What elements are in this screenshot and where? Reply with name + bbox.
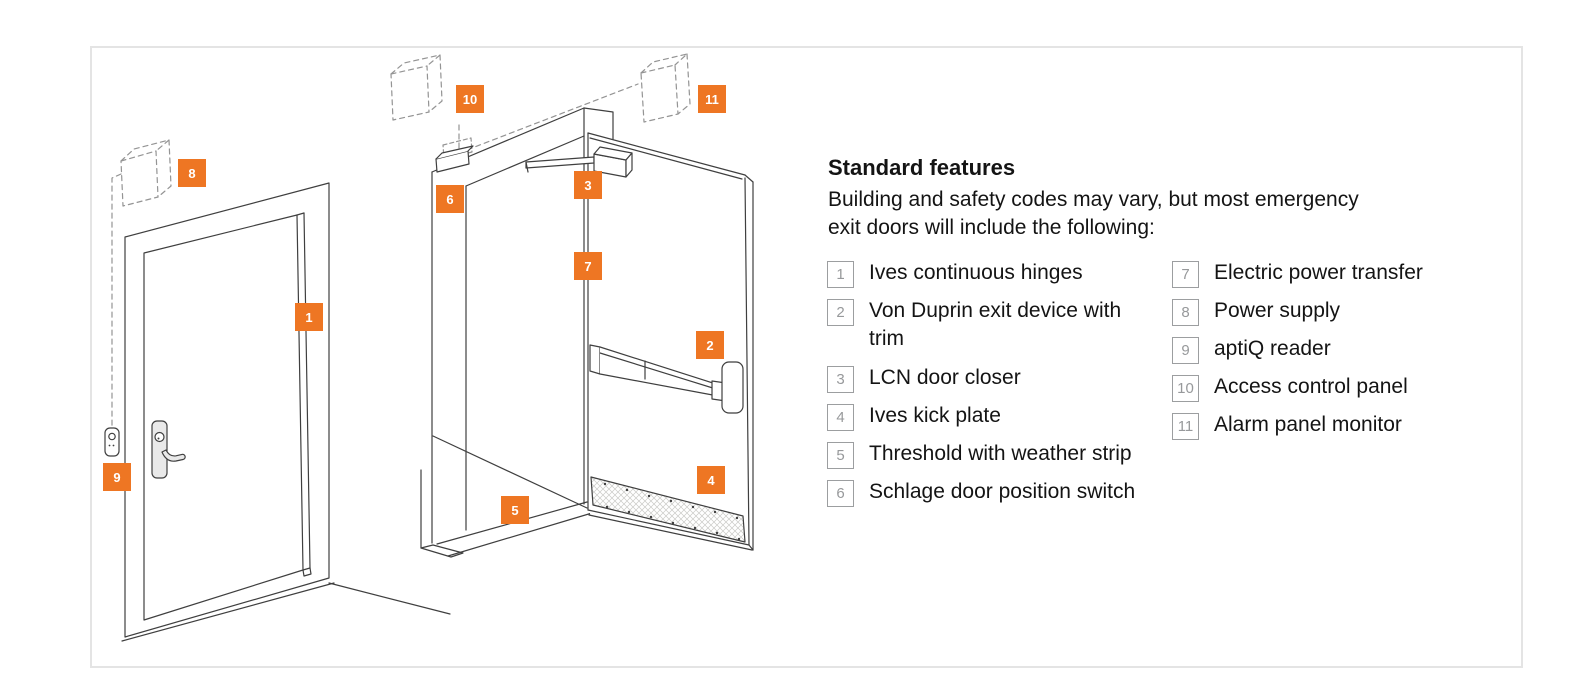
diagram-tag-3: 3 bbox=[574, 171, 602, 199]
legend-item-2: 2 Von Duprin exit device with trim bbox=[827, 299, 1161, 353]
svg-text:6: 6 bbox=[446, 192, 453, 207]
open-door-assembly bbox=[390, 53, 754, 558]
svg-text:9: 9 bbox=[113, 470, 120, 485]
door-position-switch bbox=[435, 137, 474, 173]
legend-number: 8 bbox=[1181, 304, 1190, 321]
legend-number: 9 bbox=[1181, 342, 1190, 359]
legend-number-box: 4 bbox=[827, 404, 854, 431]
legend-label: Access control panel bbox=[1214, 375, 1408, 398]
legend-number-box: 3 bbox=[827, 366, 854, 393]
legend-item-7: 7 Electric power transfer bbox=[1172, 261, 1423, 288]
svg-text:3: 3 bbox=[584, 178, 591, 193]
legend-number: 5 bbox=[836, 447, 845, 464]
diagram-tag-1: 1 bbox=[295, 303, 323, 331]
open-door-panel bbox=[587, 132, 754, 551]
legend-label: Ives kick plate bbox=[869, 404, 1001, 427]
legend-heading: Standard features bbox=[828, 155, 1016, 180]
legend-number: 3 bbox=[836, 371, 845, 388]
svg-text:1: 1 bbox=[305, 310, 312, 325]
svg-text:8: 8 bbox=[188, 166, 195, 181]
power-supply-box bbox=[120, 139, 172, 207]
legend-number: 6 bbox=[836, 485, 845, 502]
legend-item-11: 11 Alarm panel monitor bbox=[1172, 413, 1402, 440]
legend-label: aptiQ reader bbox=[1214, 337, 1331, 360]
legend-number: 1 bbox=[836, 266, 845, 283]
reader-wire bbox=[111, 173, 122, 428]
legend-label: Von Duprin exit device with trim bbox=[869, 299, 1122, 350]
panel-wiring bbox=[458, 83, 639, 154]
legend-number-box: 8 bbox=[1172, 299, 1199, 326]
legend-number-box: 9 bbox=[1172, 337, 1199, 364]
continuous-hinge bbox=[296, 212, 312, 577]
legend-number: 11 bbox=[1177, 418, 1194, 435]
legend-number-box: 11 bbox=[1172, 413, 1199, 440]
legend-item-1: 1 Ives continuous hinges bbox=[827, 261, 1083, 288]
floor-line bbox=[432, 435, 588, 509]
legend-number-box: 7 bbox=[1172, 261, 1199, 288]
kick-plate-screws bbox=[603, 482, 741, 541]
diagram-tag-9: 9 bbox=[103, 463, 131, 491]
access-control-panel-box bbox=[390, 54, 443, 121]
legend-item-10: 10 Access control panel bbox=[1172, 375, 1408, 402]
legend-number: 10 bbox=[1177, 380, 1194, 397]
diagram-tag-7: 7 bbox=[574, 252, 602, 280]
legend-number-box: 6 bbox=[827, 480, 854, 507]
closed-door-panel bbox=[143, 214, 304, 621]
closed-door-assembly bbox=[104, 139, 451, 642]
legend: Standard features Building and safety co… bbox=[828, 154, 1468, 242]
kick-plate bbox=[590, 476, 746, 543]
diagram-tag-4: 4 bbox=[697, 466, 725, 494]
alarm-panel-monitor-box bbox=[640, 53, 691, 123]
legend-intro-line-1: Building and safety codes may vary, but … bbox=[828, 188, 1359, 211]
legend-number: 4 bbox=[836, 409, 845, 426]
svg-text:4: 4 bbox=[707, 473, 715, 488]
legend-number-box: 2 bbox=[827, 299, 854, 326]
legend-label: Schlage door position switch bbox=[869, 480, 1136, 503]
legend-item-8: 8 Power supply bbox=[1172, 299, 1340, 326]
exit-device bbox=[589, 344, 744, 414]
svg-text:11: 11 bbox=[705, 92, 719, 107]
svg-text:10: 10 bbox=[463, 92, 477, 107]
svg-text:7: 7 bbox=[584, 259, 591, 274]
legend-number-box: 10 bbox=[1172, 375, 1199, 402]
legend-item-9: 9 aptiQ reader bbox=[1172, 337, 1331, 364]
diagram-tag-11: 11 bbox=[698, 85, 726, 113]
legend-intro-line-2: exit doors will include the following: bbox=[828, 216, 1155, 239]
svg-text:5: 5 bbox=[511, 503, 518, 518]
door-lock-trim bbox=[151, 420, 186, 479]
legend-label: Threshold with weather strip bbox=[869, 442, 1132, 465]
legend-item-5: 5 Threshold with weather strip bbox=[827, 442, 1132, 469]
legend-item-6: 6 Schlage door position switch bbox=[827, 480, 1135, 507]
legend-label: Power supply bbox=[1214, 299, 1341, 322]
svg-text:2: 2 bbox=[706, 338, 713, 353]
legend-item-3: 3 LCN door closer bbox=[827, 366, 1021, 393]
diagram-tag-10: 10 bbox=[456, 85, 484, 113]
diagram-tag-8: 8 bbox=[178, 159, 206, 187]
legend-label: Ives continuous hinges bbox=[869, 261, 1083, 284]
diagram-tag-6: 6 bbox=[436, 185, 464, 213]
legend-number-box: 1 bbox=[827, 261, 854, 288]
legend-label: Alarm panel monitor bbox=[1214, 413, 1402, 436]
legend-label: LCN door closer bbox=[869, 366, 1021, 389]
diagram-tag-2: 2 bbox=[696, 331, 724, 359]
aptiq-reader bbox=[104, 427, 120, 457]
legend-intro: Building and safety codes may vary, but … bbox=[828, 186, 1468, 242]
exit-device-case bbox=[721, 361, 744, 414]
diagram-tag-5: 5 bbox=[501, 496, 529, 524]
legend-item-4: 4 Ives kick plate bbox=[827, 404, 1001, 431]
lever-handle bbox=[161, 449, 186, 462]
diagram-tags: 1 2 3 4 5 6 7 8 bbox=[103, 85, 726, 524]
legend-number-box: 5 bbox=[827, 442, 854, 469]
open-door-frame bbox=[420, 107, 614, 558]
legend-number: 2 bbox=[836, 304, 845, 321]
legend-number: 7 bbox=[1181, 266, 1190, 283]
legend-label: Electric power transfer bbox=[1214, 261, 1423, 284]
